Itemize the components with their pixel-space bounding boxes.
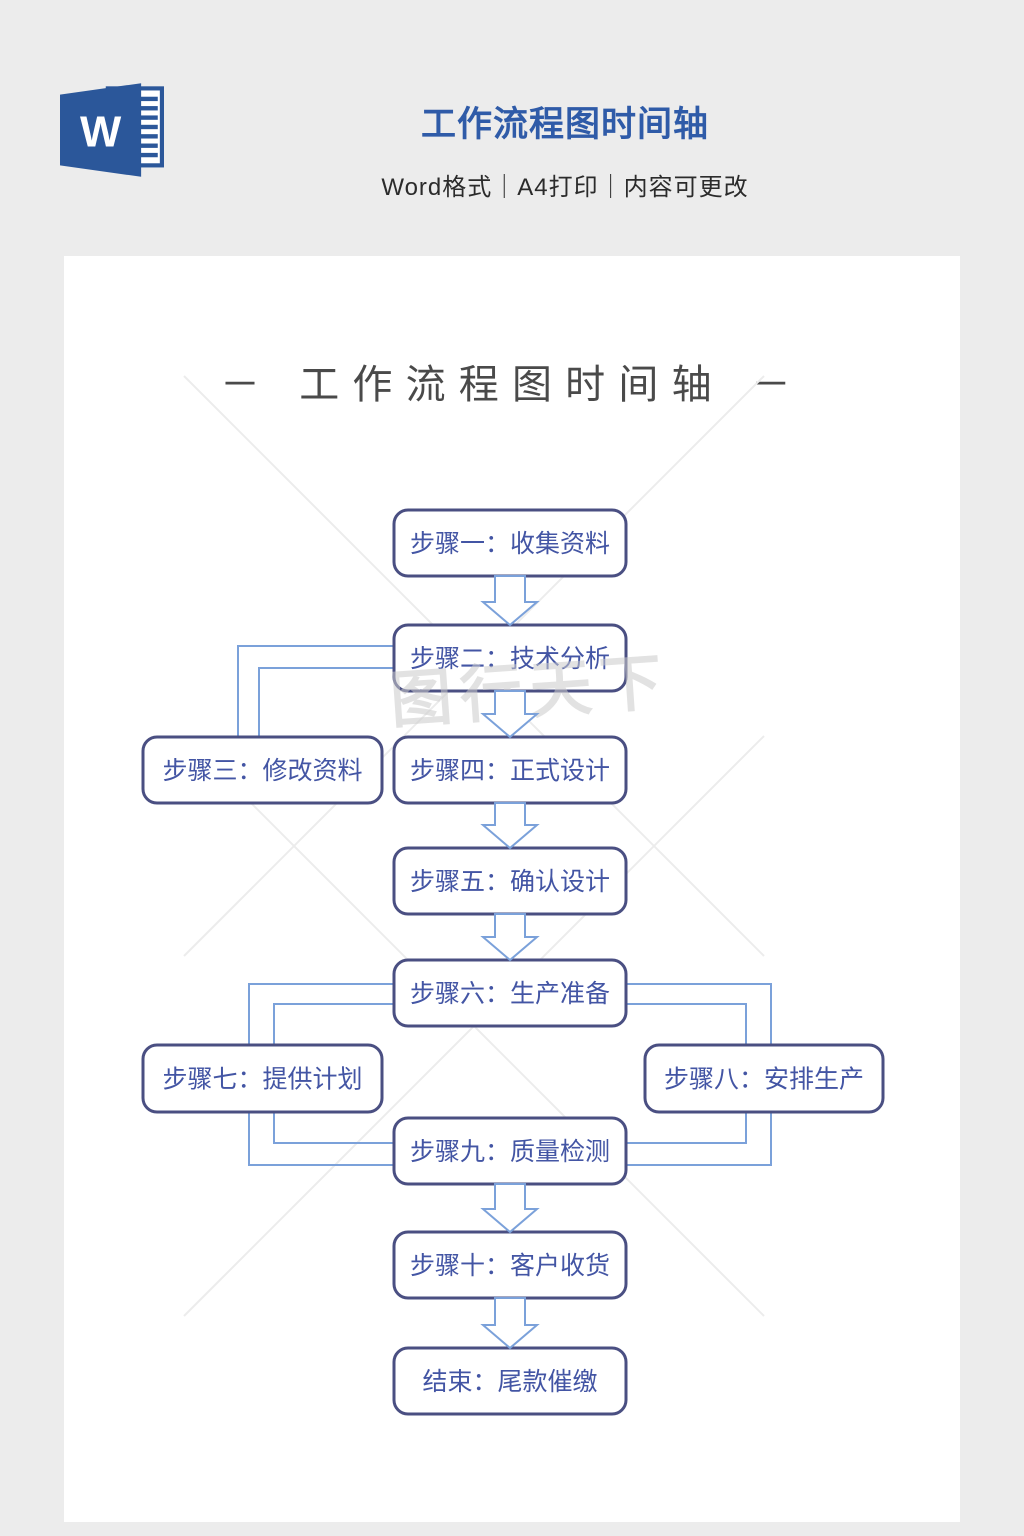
connector-step2-to-step3-inner: [258, 667, 394, 737]
flow-box-label-step-6: 步骤六：生产准备: [410, 980, 610, 1008]
flow-box-step-3: [141, 735, 384, 805]
flow-arrow-step2-to-step4: [480, 690, 540, 739]
document-title: － 工作流程图时间轴 －: [64, 352, 960, 410]
flow-box-label-step-7: 步骤七：提供计划: [162, 1066, 362, 1094]
flow-box-step-8: [643, 1043, 885, 1114]
word-logo-icon: W: [60, 83, 164, 177]
flow-arrow-step10-to-end: [480, 1297, 540, 1350]
header-text-block: 工作流程图时间轴 Word格式｜A4打印｜内容可更改: [381, 96, 748, 202]
flow-box-label-step-10: 步骤十：客户收货: [410, 1252, 610, 1280]
flow-arrow-step1-to-step2: [480, 575, 540, 627]
word-icon-letter: W: [80, 108, 122, 157]
title-text: 工作流程图时间轴: [299, 363, 725, 407]
flow-box-label-step-9: 步骤九：质量检测: [410, 1138, 610, 1166]
title-dash-left: －: [219, 363, 274, 407]
document-page: － 工作流程图时间轴 － 步骤一：收集资料步骤二：技术分析步骤三：修改资料 步骤四：正…: [64, 256, 960, 1522]
template-title: 工作流程图时间轴: [420, 105, 710, 144]
flow-box-step-7: [141, 1043, 384, 1114]
word-icon-cover: [60, 83, 142, 177]
template-header-banner: W 工作流程图时间轴 Word格式｜A4打印｜内容可更改: [0, 0, 1024, 256]
flow-box-label-step-5: 步骤五：确认设计: [410, 868, 610, 896]
flow-arrow-step9-to-step10: [480, 1183, 540, 1234]
flow-arrow-step5-to-step6: [480, 913, 540, 962]
flow-arrow-step4-to-step5: [480, 802, 540, 850]
flow-box-label-step-1: 步骤一：收集资料: [410, 530, 610, 558]
flow-box-label-step-2: 步骤二：技术分析: [410, 645, 610, 673]
flow-box-label-step-8: 步骤八：安排生产: [664, 1066, 864, 1094]
connector-step2-to-step3-outer: [237, 645, 394, 737]
title-dash-right: －: [750, 363, 804, 407]
flow-box-label-step-3: 步骤三：修改资料: [162, 757, 362, 785]
flow-box-label-end: 结束：尾款催缴: [422, 1368, 597, 1396]
flow-box-label-step-4: 步骤四：正式设计: [410, 757, 610, 785]
template-subtitle: Word格式｜A4打印｜内容可更改: [381, 174, 749, 201]
